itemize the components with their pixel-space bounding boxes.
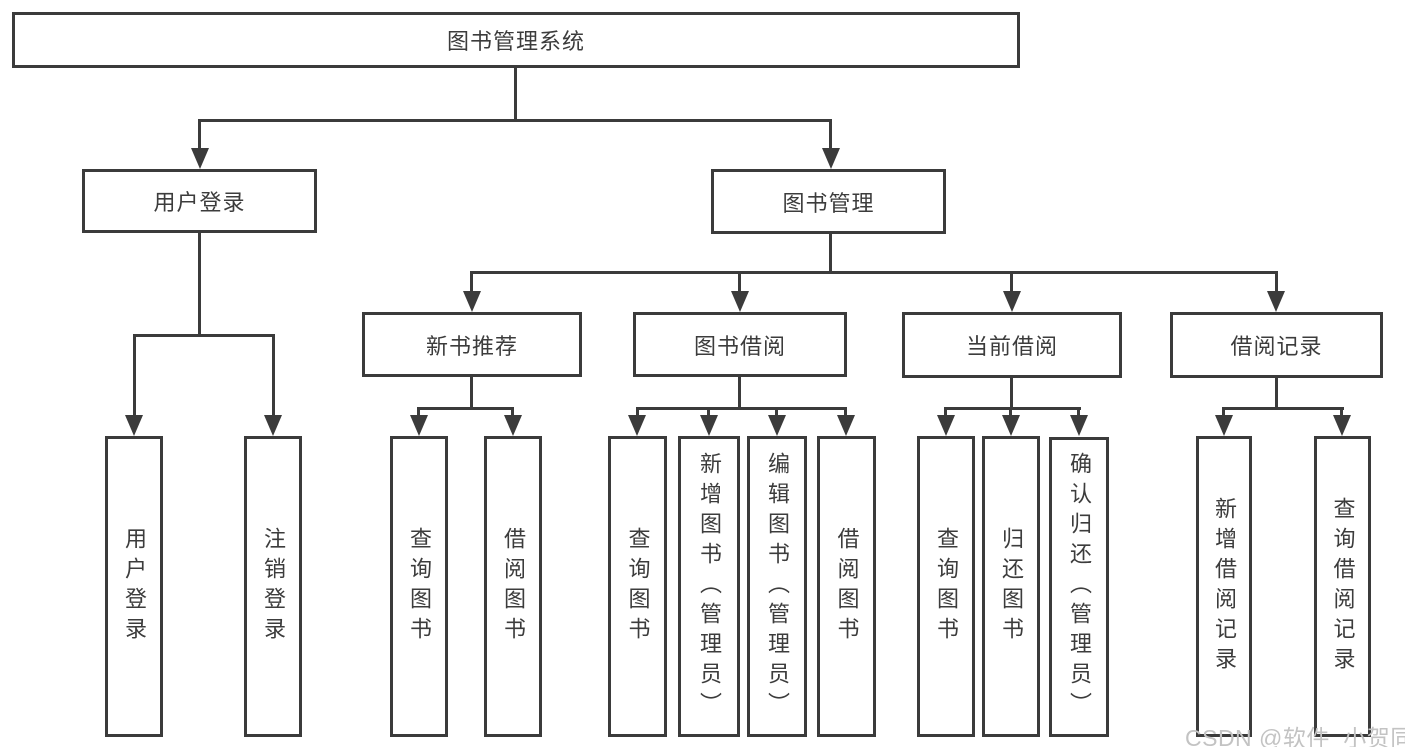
- arrow-down-icon: [937, 415, 955, 436]
- leaf-label: 新增借阅记录: [1212, 496, 1237, 677]
- leaf-label: 查询图书: [407, 526, 432, 647]
- connector-borrow-records-branch: [1222, 407, 1344, 410]
- arrow-down-icon: [504, 415, 522, 436]
- leaf-label: 归还图书: [999, 526, 1024, 647]
- connector-drop-leaf: [844, 407, 847, 415]
- leaf-label: 注销登录: [261, 526, 286, 647]
- node-label: 新书推荐: [425, 333, 518, 359]
- connector-book-borrow-stem: [738, 377, 741, 410]
- arrow-down-icon: [191, 148, 209, 169]
- arrow-down-icon: [1333, 415, 1351, 436]
- connector-drop-leaf: [1009, 407, 1012, 415]
- connector-drop-leaf: [944, 407, 947, 415]
- leaf-label: 借阅图书: [834, 526, 860, 647]
- arrow-down-icon: [463, 291, 481, 312]
- arrow-down-icon: [700, 415, 718, 436]
- leaf-label: 编辑图书（管理员）: [765, 451, 790, 722]
- connector-drop-leaf: [1340, 407, 1343, 415]
- connector-drop-user-login: [198, 119, 201, 149]
- connector-drop-leaf: [1077, 407, 1080, 415]
- leaf-return-books: 归还图书: [982, 436, 1040, 737]
- connector-drop-leaf: [636, 407, 639, 415]
- arrow-down-icon: [822, 148, 840, 169]
- node-library-management-system: 图书管理系统: [12, 12, 1020, 68]
- connector-user-login-branch: [133, 334, 275, 337]
- connector-drop-leaf: [775, 407, 778, 415]
- connector-drop-book-management: [829, 119, 832, 149]
- connector-drop-leaf: [133, 334, 136, 416]
- connector-drop-new-book: [470, 271, 473, 293]
- leaf-label: 用户登录: [122, 526, 147, 647]
- leaf-add-books-admin: 新增图书（管理员）: [678, 436, 740, 737]
- connector-drop-book-borrow: [738, 271, 741, 293]
- node-current-borrow: 当前借阅: [902, 312, 1122, 378]
- leaf-borrow-books: 借阅图书: [817, 436, 876, 737]
- node-user-login: 用户登录: [82, 169, 317, 233]
- arrow-down-icon: [1002, 415, 1020, 436]
- leaf-borrow-books-recommend: 借阅图书: [484, 436, 542, 737]
- leaf-confirm-return-admin: 确认归还（管理员）: [1049, 437, 1109, 737]
- arrow-down-icon: [1070, 415, 1088, 436]
- leaf-label: 借阅图书: [501, 526, 526, 647]
- connector-borrow-records-stem: [1275, 378, 1278, 410]
- arrow-down-icon: [628, 415, 646, 436]
- arrow-down-icon: [1267, 291, 1285, 312]
- leaf-edit-books-admin: 编辑图书（管理员）: [747, 436, 807, 737]
- connector-drop-current-borrow: [1010, 271, 1013, 293]
- node-label: 当前借阅: [965, 334, 1058, 359]
- leaf-query-borrow-record: 查询借阅记录: [1314, 436, 1371, 737]
- leaf-label: 查询图书: [934, 526, 959, 647]
- connector-drop-leaf: [1222, 407, 1225, 415]
- arrow-down-icon: [768, 415, 786, 436]
- leaf-query-books-borrow: 查询图书: [608, 436, 667, 737]
- node-borrow-records: 借阅记录: [1170, 312, 1383, 378]
- arrow-down-icon: [410, 415, 428, 436]
- leaf-add-borrow-record: 新增借阅记录: [1196, 436, 1252, 737]
- node-label: 用户登录: [153, 190, 246, 215]
- node-label: 图书借阅: [693, 333, 786, 359]
- leaf-label: 确认归还（管理员）: [1067, 452, 1092, 722]
- arrow-down-icon: [1003, 291, 1021, 312]
- connector-current-borrow-branch: [944, 407, 1081, 410]
- csdn-watermark: CSDN @软件_小贺同学: [1185, 725, 1405, 747]
- arrow-down-icon: [264, 415, 282, 436]
- leaf-logout: 注销登录: [244, 436, 302, 737]
- node-label: 图书管理系统: [446, 29, 585, 54]
- connector-user-login-stem: [198, 233, 201, 336]
- leaf-user-login: 用户登录: [105, 436, 163, 737]
- arrow-down-icon: [837, 415, 855, 436]
- connector-current-borrow-stem: [1010, 378, 1013, 410]
- connector-drop-borrow-records: [1275, 271, 1278, 293]
- node-book-management: 图书管理: [711, 169, 946, 234]
- connector-level2-branch: [198, 119, 832, 122]
- connector-drop-leaf: [511, 407, 514, 415]
- connector-drop-leaf: [707, 407, 710, 415]
- connector-book-borrow-branch: [636, 407, 847, 410]
- leaf-label: 查询借阅记录: [1330, 496, 1356, 677]
- leaf-query-books-recommend: 查询图书: [390, 436, 448, 737]
- connector-new-book-stem: [470, 377, 473, 410]
- connector-drop-leaf: [272, 334, 275, 416]
- connector-new-book-branch: [417, 407, 514, 410]
- connector-drop-leaf: [417, 407, 420, 415]
- connector-root-stem: [514, 68, 517, 121]
- node-new-book-recommend: 新书推荐: [362, 312, 582, 377]
- leaf-label: 新增图书（管理员）: [697, 451, 722, 722]
- node-label: 借阅记录: [1230, 334, 1323, 359]
- leaf-query-books-current: 查询图书: [917, 436, 975, 737]
- arrow-down-icon: [1215, 415, 1233, 436]
- leaf-label: 查询图书: [625, 526, 651, 647]
- node-book-borrow: 图书借阅: [633, 312, 847, 377]
- connector-book-management-stem: [829, 234, 832, 273]
- arrow-down-icon: [731, 291, 749, 312]
- arrow-down-icon: [125, 415, 143, 436]
- node-label: 图书管理: [782, 190, 875, 216]
- connector-level3-branch: [470, 271, 1278, 274]
